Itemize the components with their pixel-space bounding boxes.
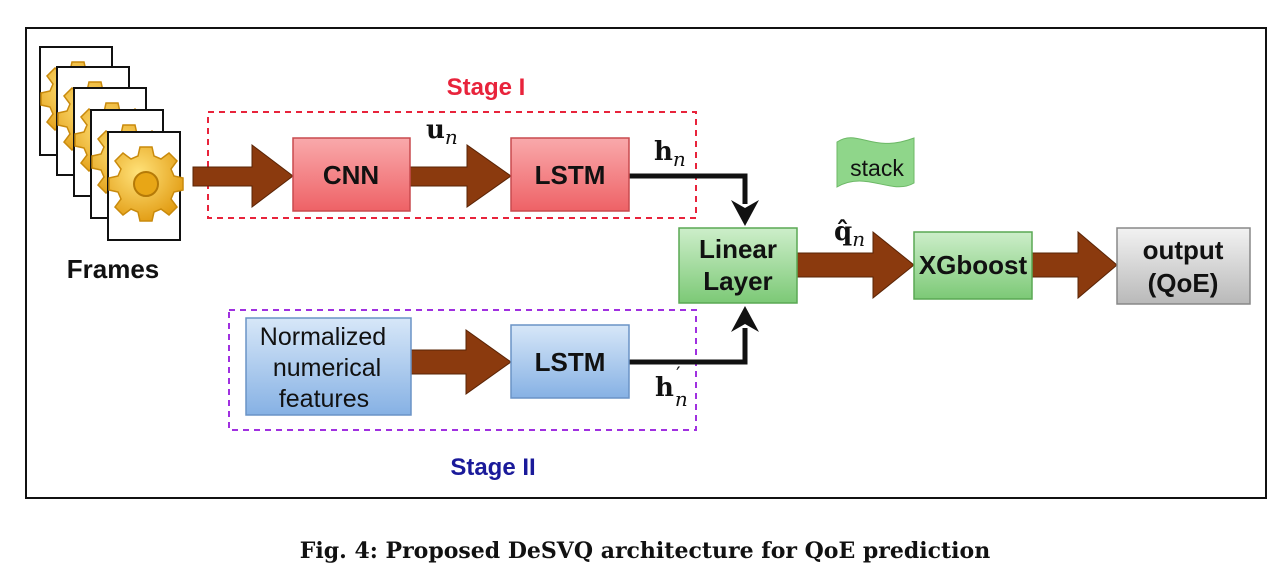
linear-label-line1: Linear bbox=[699, 234, 777, 264]
lstm1-to-linear-connector bbox=[629, 173, 759, 226]
stage2-region bbox=[228, 309, 697, 431]
lstm1-label: LSTM bbox=[535, 160, 606, 190]
figure-caption: Fig. 4: Proposed DeSVQ architecture for … bbox=[300, 538, 990, 564]
cnn-to-lstm-arrow bbox=[409, 144, 512, 208]
frames-label: Frames bbox=[67, 254, 160, 284]
frames-icon bbox=[39, 46, 184, 241]
output-box: output (QoE) bbox=[1116, 227, 1251, 305]
lstm2-box: LSTM bbox=[510, 324, 630, 399]
lstm2-label: LSTM bbox=[535, 347, 606, 377]
normalized-features-box: Normalized numerical features bbox=[245, 317, 412, 416]
diagram-frame bbox=[25, 27, 1267, 499]
linear-to-xgboost-arrow bbox=[796, 230, 915, 300]
u-n-label: un bbox=[426, 115, 458, 149]
stage1-region bbox=[207, 111, 697, 219]
stack-label: stack bbox=[850, 155, 904, 181]
q-hat-n-label: q̂n bbox=[834, 217, 865, 251]
output-label-line1: output bbox=[1143, 235, 1224, 265]
lstm2-to-linear-connector bbox=[629, 306, 759, 365]
h-prime-n-label: hn bbox=[655, 373, 688, 411]
h-prime-mark: ′ bbox=[676, 362, 681, 386]
output-label-line2: (QoE) bbox=[1148, 268, 1219, 298]
features-to-lstm-arrow bbox=[410, 329, 512, 395]
stage2-label: Stage II bbox=[450, 454, 535, 481]
h-n-label: hn bbox=[654, 137, 686, 171]
xgboost-label: XGboost bbox=[919, 250, 1028, 280]
lstm1-box: LSTM bbox=[510, 137, 630, 212]
frames-to-cnn-arrow bbox=[192, 143, 294, 209]
cnn-box: CNN bbox=[292, 137, 411, 212]
normalized-label-line1: Normalized bbox=[260, 323, 386, 351]
normalized-label-line3: features bbox=[279, 385, 369, 413]
linear-label-line2: Layer bbox=[703, 266, 772, 296]
linear-layer-box: Linear Layer bbox=[678, 227, 798, 304]
stack-flag-icon: stack bbox=[836, 137, 915, 188]
xgboost-box: XGboost bbox=[913, 231, 1033, 300]
stage1-label: Stage I bbox=[447, 74, 526, 101]
normalized-label-line2: numerical bbox=[273, 354, 381, 382]
xgboost-to-output-arrow bbox=[1031, 230, 1118, 300]
cnn-label: CNN bbox=[323, 160, 379, 190]
